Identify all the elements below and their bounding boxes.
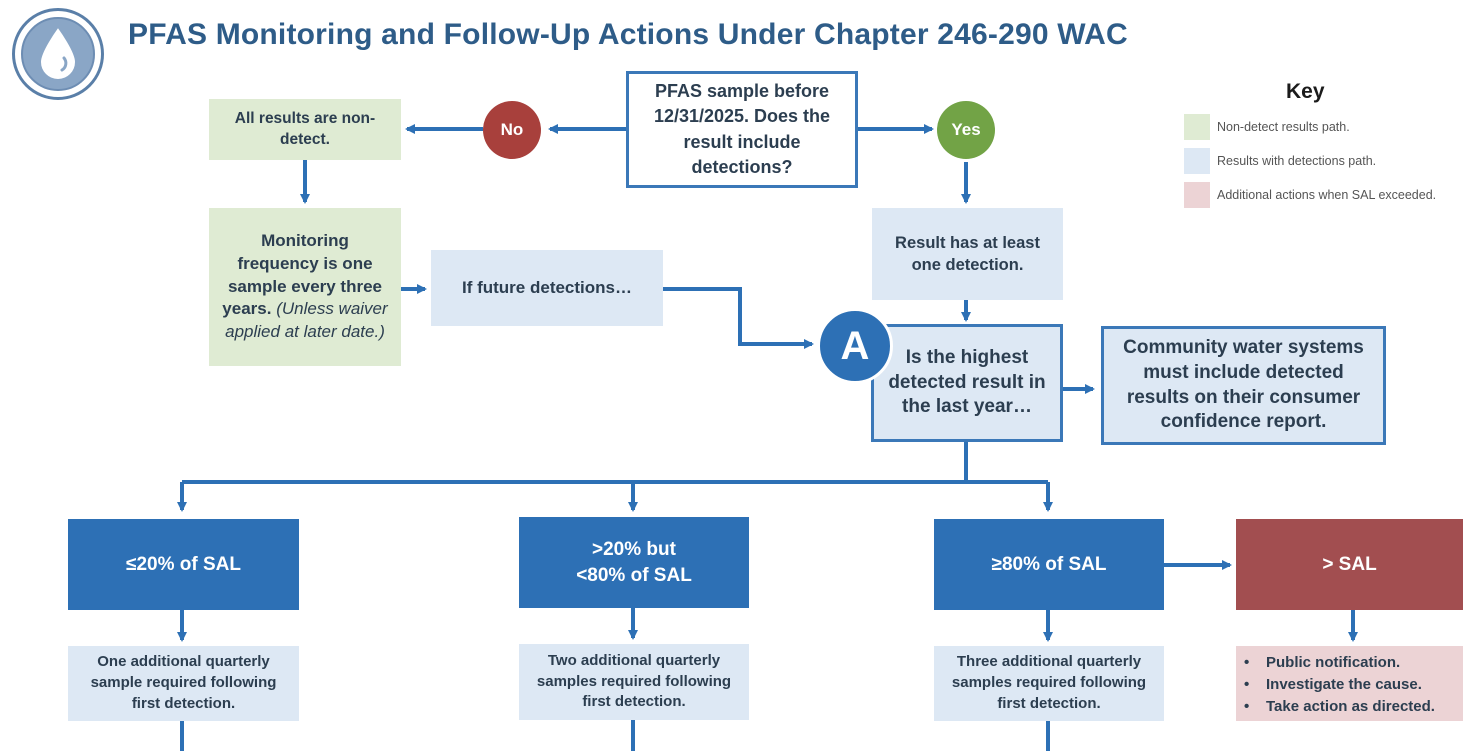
future-detections-box: If future detections…: [431, 250, 663, 326]
key-label-detections: Results with detections path.: [1217, 154, 1377, 168]
three-additional-box: Three additional quarterly samples requi…: [934, 646, 1164, 721]
non-detect-box: All results are non-detect.: [209, 99, 401, 160]
no-circle: No: [483, 101, 541, 159]
key-swatch-sal-exceeded: [1184, 182, 1210, 208]
key-label-non-detect: Non-detect results path.: [1217, 120, 1350, 134]
highest-result-text: Is the highest detected result in the la…: [888, 346, 1046, 418]
arrow-future-to-a: [663, 287, 814, 349]
logo: [12, 8, 104, 100]
sal-action-item: Public notification.: [1244, 652, 1459, 674]
question-box: PFAS sample before 12/31/2025. Does the …: [626, 71, 858, 188]
two-additional-box: Two additional quarterly samples require…: [519, 644, 749, 720]
three-additional-text: Three additional quarterly samples requi…: [951, 653, 1147, 712]
sal-action-item: Take action as directed.: [1244, 696, 1459, 718]
result-detection-box: Result has at least one detection.: [872, 208, 1063, 300]
two-additional-text: Two additional quarterly samples require…: [536, 651, 732, 711]
water-drop-icon: [21, 17, 95, 91]
ccr-box: Community water systems must include det…: [1101, 326, 1386, 445]
one-additional-box: One additional quarterly sample required…: [68, 646, 299, 721]
page-title: PFAS Monitoring and Follow-Up Actions Un…: [128, 18, 1128, 51]
ccr-text: Community water systems must include det…: [1123, 337, 1364, 433]
monitoring-frequency-box: Monitoring frequency is one sample every…: [209, 208, 401, 366]
yes-circle: Yes: [937, 101, 995, 159]
highest-result-box: Is the highest detected result in the la…: [871, 324, 1063, 442]
monitoring-frequency-text: Monitoring frequency is one sample every…: [222, 230, 383, 319]
ge80-sal-box: ≥80% of SAL: [934, 519, 1164, 610]
le20-sal-box: ≤20% of SAL: [68, 519, 299, 610]
key-label-sal-exceeded: Additional actions when SAL exceeded.: [1217, 188, 1437, 202]
question-text: PFAS sample before 12/31/2025. Does the …: [653, 81, 831, 177]
sal-action-item: Investigate the cause.: [1244, 674, 1459, 696]
sal-actions-list: Public notification. Investigate the cau…: [1236, 652, 1459, 717]
monitoring-waiver-note: (Unless waiver applied at later date.): [225, 299, 388, 342]
key-swatch-detections: [1184, 148, 1210, 174]
one-additional-text: One additional quarterly sample required…: [90, 653, 277, 712]
key-swatch-non-detect: [1184, 114, 1210, 140]
mid-sal-box: >20% but <80% of SAL: [519, 517, 749, 608]
gt-sal-box: > SAL: [1236, 519, 1463, 610]
arrow-highest-split: [182, 442, 1048, 484]
marker-a: A: [817, 308, 893, 384]
key-title: Key: [1286, 80, 1325, 103]
sal-actions-box: Public notification. Investigate the cau…: [1236, 646, 1463, 721]
